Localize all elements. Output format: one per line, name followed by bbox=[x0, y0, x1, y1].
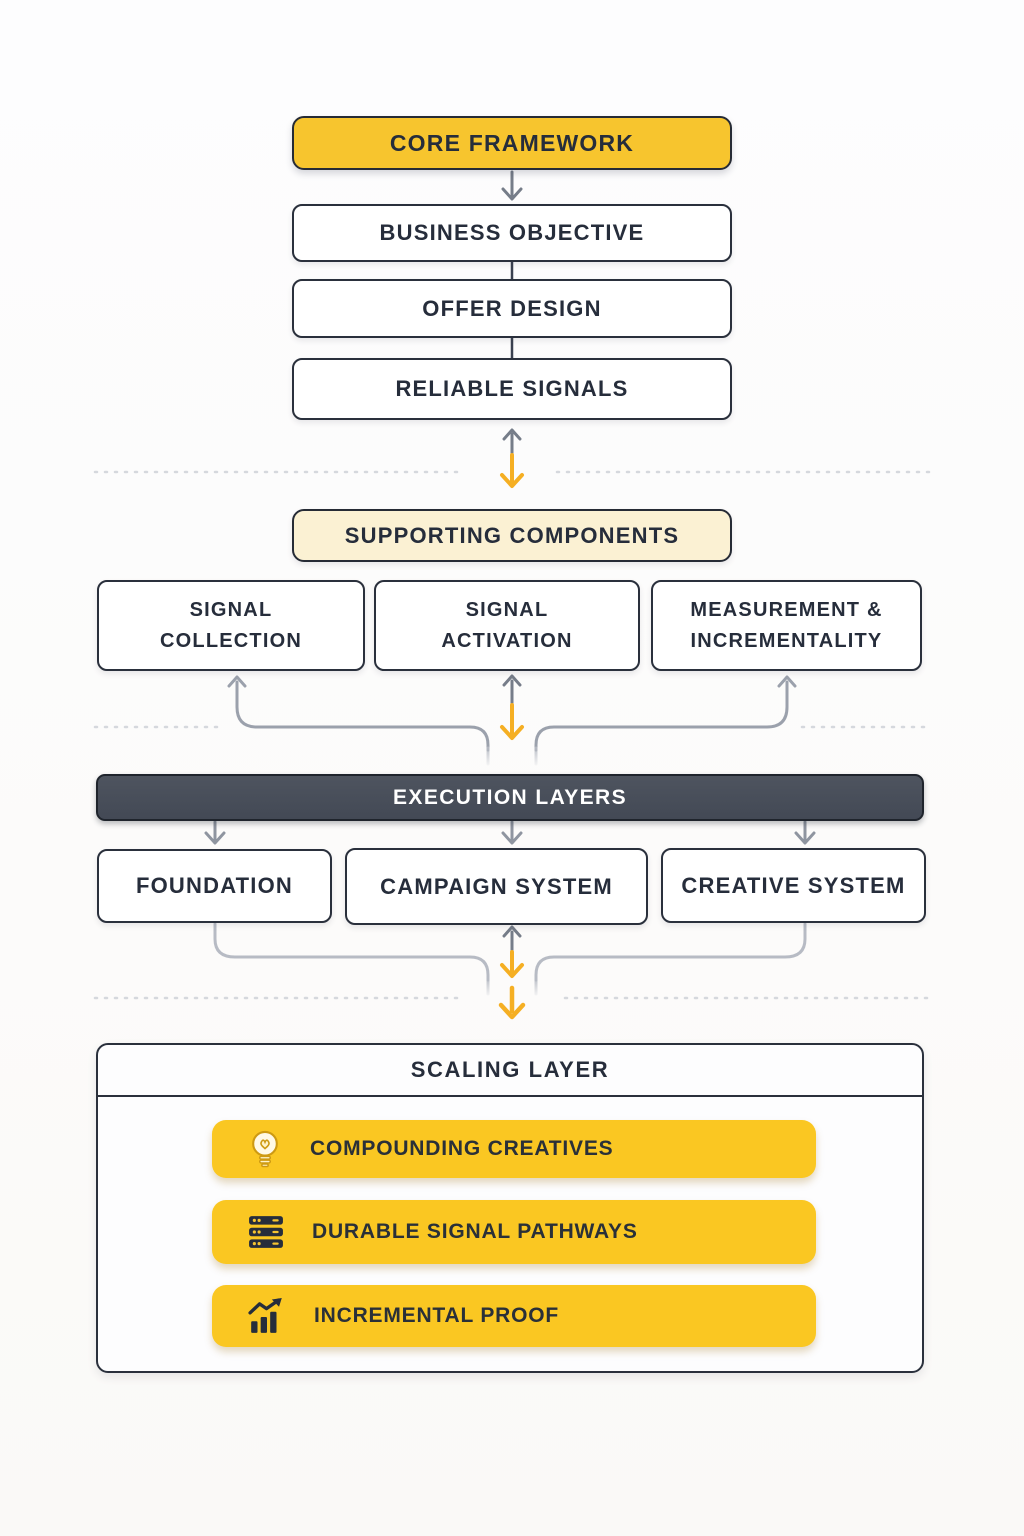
offer-design-box: OFFER DESIGN bbox=[292, 279, 732, 338]
campaign-system-label: CAMPAIGN SYSTEM bbox=[380, 873, 613, 899]
lightbulb-icon bbox=[248, 1130, 282, 1168]
offer-design-label: OFFER DESIGN bbox=[422, 295, 602, 321]
signals-supporting-two-way-arrow bbox=[500, 428, 524, 488]
supporting-components-label: SUPPORTING COMPONENTS bbox=[344, 522, 680, 548]
compounding-creatives-bar: COMPOUNDING CREATIVES bbox=[212, 1120, 816, 1178]
incremental-proof-bar: INCREMENTAL PROOF bbox=[212, 1285, 816, 1347]
reliable-signals-label: RELIABLE SIGNALS bbox=[395, 376, 629, 401]
server-stack-icon bbox=[248, 1215, 284, 1249]
supporting-components-header: SUPPORTING COMPONENTS bbox=[292, 509, 732, 562]
signal-collection-line2: COLLECTION bbox=[160, 629, 302, 652]
to-scaling-arrow bbox=[498, 985, 526, 1020]
campaign-two-way-arrow bbox=[500, 925, 524, 978]
execution-layers-label: EXECUTION LAYERS bbox=[393, 785, 627, 809]
execution-fanout-arrows bbox=[204, 820, 816, 845]
creative-system-label: CREATIVE SYSTEM bbox=[681, 872, 906, 898]
measurement-line2: INCREMENTALITY bbox=[690, 629, 883, 652]
growth-chart-icon bbox=[248, 1298, 286, 1334]
durable-signal-pathways-bar: DURABLE SIGNAL PATHWAYS bbox=[212, 1200, 816, 1264]
scaling-layer-header: SCALING LAYER bbox=[98, 1045, 922, 1097]
core-framework-header: CORE FRAMEWORK bbox=[292, 116, 732, 170]
measurement-up-connector bbox=[534, 675, 797, 752]
foundation-box: FOUNDATION bbox=[97, 849, 332, 923]
collection-up-connector bbox=[227, 675, 490, 752]
reliable-signals-box: RELIABLE SIGNALS bbox=[292, 358, 732, 420]
signal-collection-line1: SIGNAL bbox=[189, 598, 273, 621]
creative-down-connector bbox=[534, 922, 807, 982]
scaling-layer-label: SCALING LAYER bbox=[410, 1057, 610, 1082]
business-objective-label: BUSINESS OBJECTIVE bbox=[379, 220, 645, 245]
signal-collection-box: SIGNAL COLLECTION bbox=[97, 580, 365, 671]
foundation-label: FOUNDATION bbox=[135, 873, 294, 898]
incremental-proof-label: INCREMENTAL PROOF bbox=[314, 1304, 559, 1327]
compounding-creatives-label: COMPOUNDING CREATIVES bbox=[310, 1137, 614, 1160]
foundation-down-connector bbox=[213, 922, 490, 982]
signal-activation-line1: SIGNAL bbox=[465, 598, 549, 621]
business-objective-box: BUSINESS OBJECTIVE bbox=[292, 204, 732, 262]
execution-layers-header: EXECUTION LAYERS bbox=[96, 774, 924, 821]
durable-signal-pathways-label: DURABLE SIGNAL PATHWAYS bbox=[312, 1220, 638, 1243]
core-framework-label: CORE FRAMEWORK bbox=[389, 129, 635, 156]
campaign-system-box: CAMPAIGN SYSTEM bbox=[345, 848, 648, 925]
measurement-line1: MEASUREMENT & bbox=[690, 598, 883, 621]
measurement-incrementality-box: MEASUREMENT & INCREMENTALITY bbox=[651, 580, 922, 671]
creative-system-box: CREATIVE SYSTEM bbox=[661, 848, 926, 923]
core-to-objective-arrow bbox=[501, 170, 523, 201]
signal-activation-line2: ACTIVATION bbox=[441, 629, 573, 652]
activation-two-way-arrow bbox=[500, 674, 524, 740]
signal-activation-box: SIGNAL ACTIVATION bbox=[374, 580, 640, 671]
